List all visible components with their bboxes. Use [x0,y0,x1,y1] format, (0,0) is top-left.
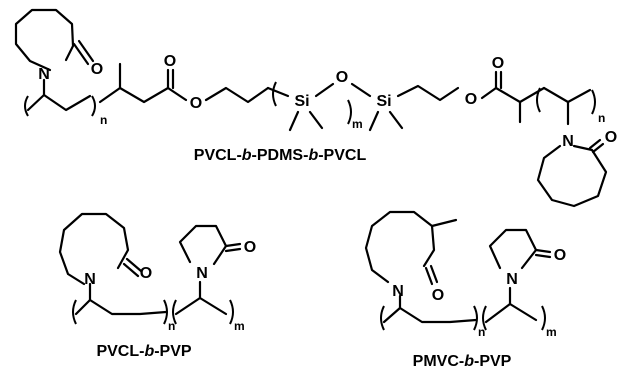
atom-o-1: O [91,61,103,78]
bracket-open-n [24,95,29,117]
pvp-carbonyl [224,242,242,248]
pvp-carbonyl [534,248,552,254]
pyrrolidone-ring [178,224,228,266]
index-m: m [352,117,363,131]
index-m: m [234,319,245,333]
backbone-extension [98,86,122,104]
pvp-backbone [174,296,228,316]
atom-o-5: O [465,91,477,108]
propyl-chain-2 [396,84,460,102]
bracket-open-n [72,299,77,325]
index-n-2: n [598,111,605,125]
atom-n-2: N [562,133,574,150]
bracket-close-m [541,305,546,331]
bracket-open-n-right [536,87,541,113]
atom-o-1: O [432,287,444,304]
bracket-open-m [272,81,277,107]
pmvc-backbone [382,306,478,324]
atom-si-1: Si [294,93,309,110]
bracket-close-n [163,299,168,325]
caption-pmvc-pvp: PMVC-b-PVP [413,353,512,370]
ring-methyl [430,218,458,228]
carbonyl-bond-left [72,42,90,66]
structure-pmvc-pvp: N O N O n m PMVC-b-PVP [364,210,566,370]
atom-o-7: O [605,129,617,146]
index-n: n [168,319,175,333]
atom-o-2: O [244,239,256,256]
atom-o-2: O [164,53,176,70]
pvp-backbone [484,302,538,324]
caprolactam-ring-right [536,144,608,208]
pvp-carbonyl-2 [224,247,242,253]
carbonyl-bond-2 [125,257,143,273]
pvcl-backbone [74,298,168,316]
pvp-carbonyl-2 [534,253,552,259]
bracket-open-m [482,305,487,331]
caption-pvcl-pdms-pvcl: PVCL-b-PDMS-b-PVCL [194,147,367,164]
atom-n-2: N [506,271,518,288]
o-si2-bond [350,82,372,98]
pyrrolidone-ring [488,228,538,270]
atom-si-2: Si [376,93,391,110]
atom-n-2: N [196,265,208,282]
structure-pvcl-pvp: N O N O n m PVCL-b-PVP [58,212,256,360]
structure-pvcl-pdms-pvcl: N O O O Si O Si O O N O n m n PVCL-b-PDM… [14,8,617,208]
carbonyl-bond-2 [429,264,439,284]
caprolactam-ring-left [14,8,75,72]
pvcl-backbone-right [542,86,592,104]
atom-o-4: O [336,69,348,86]
pvcl-backbone-left [26,93,92,112]
si1-methyl-a [288,110,300,132]
si1-bond-left [266,86,290,98]
ester-o-bond-2 [480,86,498,100]
methyl-caprolactam-ring [364,210,436,284]
index-m: m [546,325,557,339]
bracket-close-n [473,305,478,331]
chain-to-ester [118,86,170,104]
atom-o-2: O [554,247,566,264]
atom-o-3: O [190,95,202,112]
index-n: n [478,325,485,339]
bracket-open-n [380,305,385,331]
index-n-1: n [100,113,107,127]
si2-methyl-b [388,110,404,130]
carbonyl-bond [122,262,140,278]
propyl-chain-1 [204,86,270,104]
atom-n-1: N [392,283,404,300]
carbonyl-bond-right-2 [591,142,605,154]
atom-n-1: N [38,66,50,83]
si2-methyl-a [368,110,380,132]
bracket-close-n-right [591,89,596,115]
carbonyl-bond-left-2 [77,39,95,63]
atom-n-1: N [84,271,96,288]
atom-o-6: O [492,55,504,72]
bracket-close-m [347,99,352,125]
caption-pvcl-pvp: PVCL-b-PVP [96,343,191,360]
si1-o-bond [314,82,335,98]
carbonyl-bond [424,266,434,286]
bracket-close-m [229,299,234,325]
ester-o-bond-1 [166,86,188,102]
bracket-open-m [172,299,177,325]
carbonyl-bond-right [588,138,602,150]
bracket-close-n [91,95,96,117]
caprolactam-ring [58,212,130,286]
atom-o-1: O [140,265,152,282]
si1-methyl-b [308,110,324,130]
